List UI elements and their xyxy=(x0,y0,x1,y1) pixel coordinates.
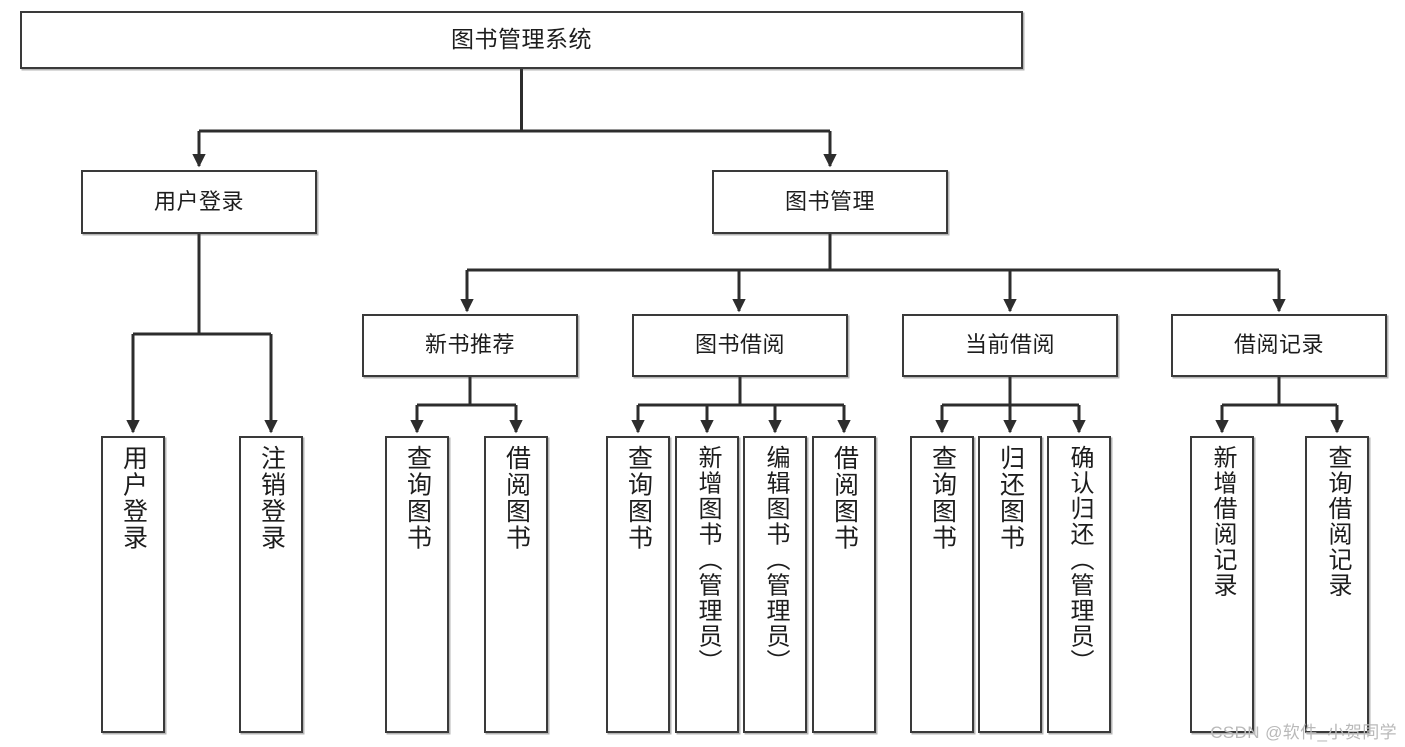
leaf-current-borrow-query-book[interactable]: 查询图书 xyxy=(910,436,974,733)
node-label: 注销登录 xyxy=(257,445,286,551)
node-label: 查询图书 xyxy=(624,445,653,551)
node-label: 借阅记录 xyxy=(1233,332,1324,358)
leaf-borrow-records-add-record[interactable]: 新增借阅记录 xyxy=(1190,436,1254,733)
leaf-book-borrow-add-book-admin[interactable]: 新增图书（管理员） xyxy=(675,436,739,733)
node-label: 图书借阅 xyxy=(694,332,785,358)
leaf-book-borrow-edit-book-admin[interactable]: 编辑图书（管理员） xyxy=(743,436,807,733)
node-borrow-records[interactable]: 借阅记录 xyxy=(1171,314,1387,377)
node-label: 借阅图书 xyxy=(502,445,531,551)
node-root-book-management-system[interactable]: 图书管理系统 xyxy=(20,11,1023,69)
node-label: 新增借阅记录 xyxy=(1209,445,1236,598)
leaf-current-borrow-return-book[interactable]: 归还图书 xyxy=(978,436,1042,733)
leaf-new-book-query-book[interactable]: 查询图书 xyxy=(385,436,449,733)
leaf-user-login-login[interactable]: 用户登录 xyxy=(101,436,165,733)
node-book-management[interactable]: 图书管理 xyxy=(712,170,948,234)
node-label: 用户登录 xyxy=(153,188,244,214)
node-user-login[interactable]: 用户登录 xyxy=(81,170,317,234)
node-label: 查询图书 xyxy=(928,445,957,551)
node-label: 新书推荐 xyxy=(424,332,515,358)
leaf-borrow-records-query-record[interactable]: 查询借阅记录 xyxy=(1305,436,1369,733)
node-label: 借阅图书 xyxy=(830,445,859,551)
node-label: 新增图书（管理员） xyxy=(694,445,721,675)
node-label: 图书管理 xyxy=(784,188,875,214)
node-label: 查询借阅记录 xyxy=(1324,445,1351,598)
node-book-borrow[interactable]: 图书借阅 xyxy=(632,314,848,377)
node-label: 编辑图书（管理员） xyxy=(762,445,789,675)
node-label: 用户登录 xyxy=(119,445,148,551)
leaf-book-borrow-borrow-book[interactable]: 借阅图书 xyxy=(812,436,876,733)
node-label: 当前借阅 xyxy=(964,332,1055,358)
leaf-current-borrow-confirm-return-admin[interactable]: 确认归还（管理员） xyxy=(1047,436,1111,733)
node-label: 图书管理系统 xyxy=(451,26,592,53)
node-label: 查询图书 xyxy=(403,445,432,551)
node-new-book-recommend[interactable]: 新书推荐 xyxy=(362,314,578,377)
leaf-book-borrow-query-book[interactable]: 查询图书 xyxy=(606,436,670,733)
node-label: 确认归还（管理员） xyxy=(1066,445,1093,675)
leaf-user-login-logout[interactable]: 注销登录 xyxy=(239,436,303,733)
node-label: 归还图书 xyxy=(996,445,1025,551)
csdn-watermark: CSDN @软件_小贺同学 xyxy=(1210,723,1397,742)
node-current-borrow[interactable]: 当前借阅 xyxy=(902,314,1118,377)
leaf-new-book-borrow-book[interactable]: 借阅图书 xyxy=(484,436,548,733)
